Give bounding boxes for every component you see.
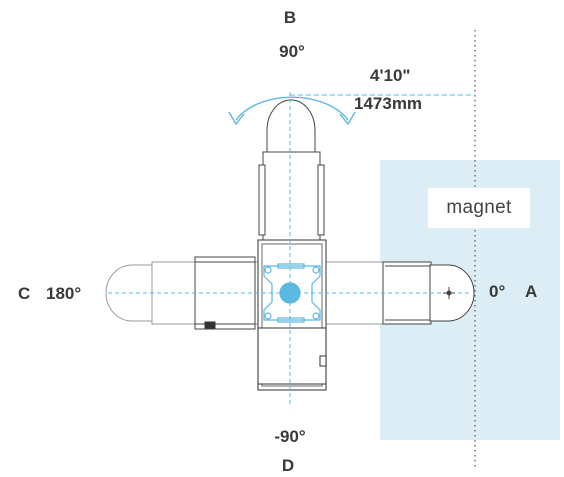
magnet-label: magnet: [428, 188, 530, 228]
dimension-metric: 1473mm: [354, 94, 423, 113]
vertical-arm: [258, 99, 325, 243]
label-a: A: [525, 282, 538, 301]
label-0: 0°: [489, 282, 506, 301]
label-b: B: [283, 8, 297, 27]
rotation-arrow-icon: [228, 96, 356, 126]
dimension-imperial: 4'10": [370, 66, 411, 85]
center-body: [257, 239, 327, 391]
label-90: 90°: [279, 42, 305, 61]
label-180: 180°: [46, 284, 82, 303]
camera-marker-icon: [443, 287, 455, 299]
label-minus-90: -90°: [274, 427, 306, 446]
label-c: C: [18, 284, 31, 303]
label-d: D: [281, 456, 295, 475]
